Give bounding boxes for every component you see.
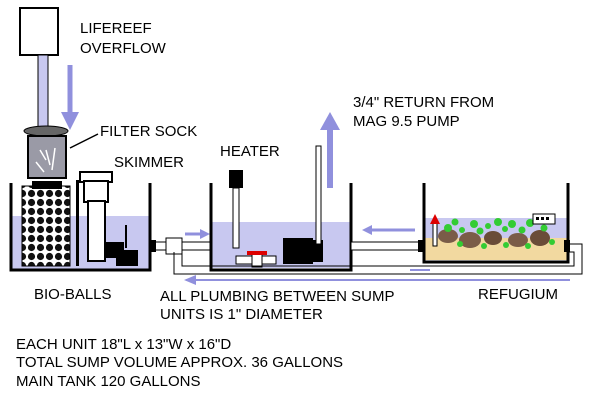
overflow-label-line1: LIFEREEF	[80, 20, 152, 37]
heater-label: HEATER	[220, 143, 280, 160]
skimmer	[79, 171, 138, 266]
overflow-label-line2: OVERFLOW	[80, 40, 167, 57]
overflow-box	[19, 7, 59, 56]
heater	[229, 170, 243, 249]
plumbing-note-line2: UNITS IS 1" DIAMETER	[160, 306, 323, 323]
overflow-pipe	[37, 54, 49, 131]
drip-tray	[32, 181, 62, 189]
flow-arrow-left-1	[362, 225, 415, 235]
refugium-macroalgae	[444, 218, 555, 249]
skimmer-label: SKIMMER	[114, 154, 184, 171]
return-pump	[283, 238, 323, 264]
return-label-line1: 3/4" RETURN FROM	[353, 94, 494, 111]
pipe-sump2-to-refugium	[350, 240, 426, 252]
sump-2	[209, 183, 353, 272]
refugium-label: REFUGIUM	[478, 286, 558, 303]
refugium-rocks	[438, 229, 550, 248]
dimensions-note: EACH UNIT 18"L x 13"W x 16"D	[16, 336, 231, 353]
sump-volume-note: TOTAL SUMP VOLUME APPROX. 36 GALLONS	[16, 354, 343, 371]
filter-sock	[23, 125, 69, 179]
return-flow-arrow	[320, 112, 340, 188]
bio-balls-label: BIO-BALLS	[34, 286, 112, 303]
pipe-sump1-to-sump2	[149, 237, 213, 255]
overflow-flow-arrow	[61, 65, 79, 130]
return-label-line2: MAG 9.5 PUMP	[353, 113, 460, 130]
filter-sock-label: FILTER SOCK	[100, 123, 197, 140]
return-pipe	[315, 145, 322, 245]
flow-arrow-bottom-left	[184, 275, 570, 285]
refugium-light	[532, 213, 556, 225]
refugium-thermometer	[430, 214, 440, 247]
bio-balls-chamber	[21, 185, 71, 267]
bottom-return-pipe	[173, 240, 583, 275]
plumbing-note-line1: ALL PLUMBING BETWEEN SUMP	[160, 288, 395, 305]
filter-sock-pointer	[69, 133, 99, 149]
valve	[235, 251, 277, 268]
main-tank-note: MAIN TANK 120 GALLONS	[16, 373, 201, 390]
flow-arrow-right-1	[185, 229, 210, 239]
